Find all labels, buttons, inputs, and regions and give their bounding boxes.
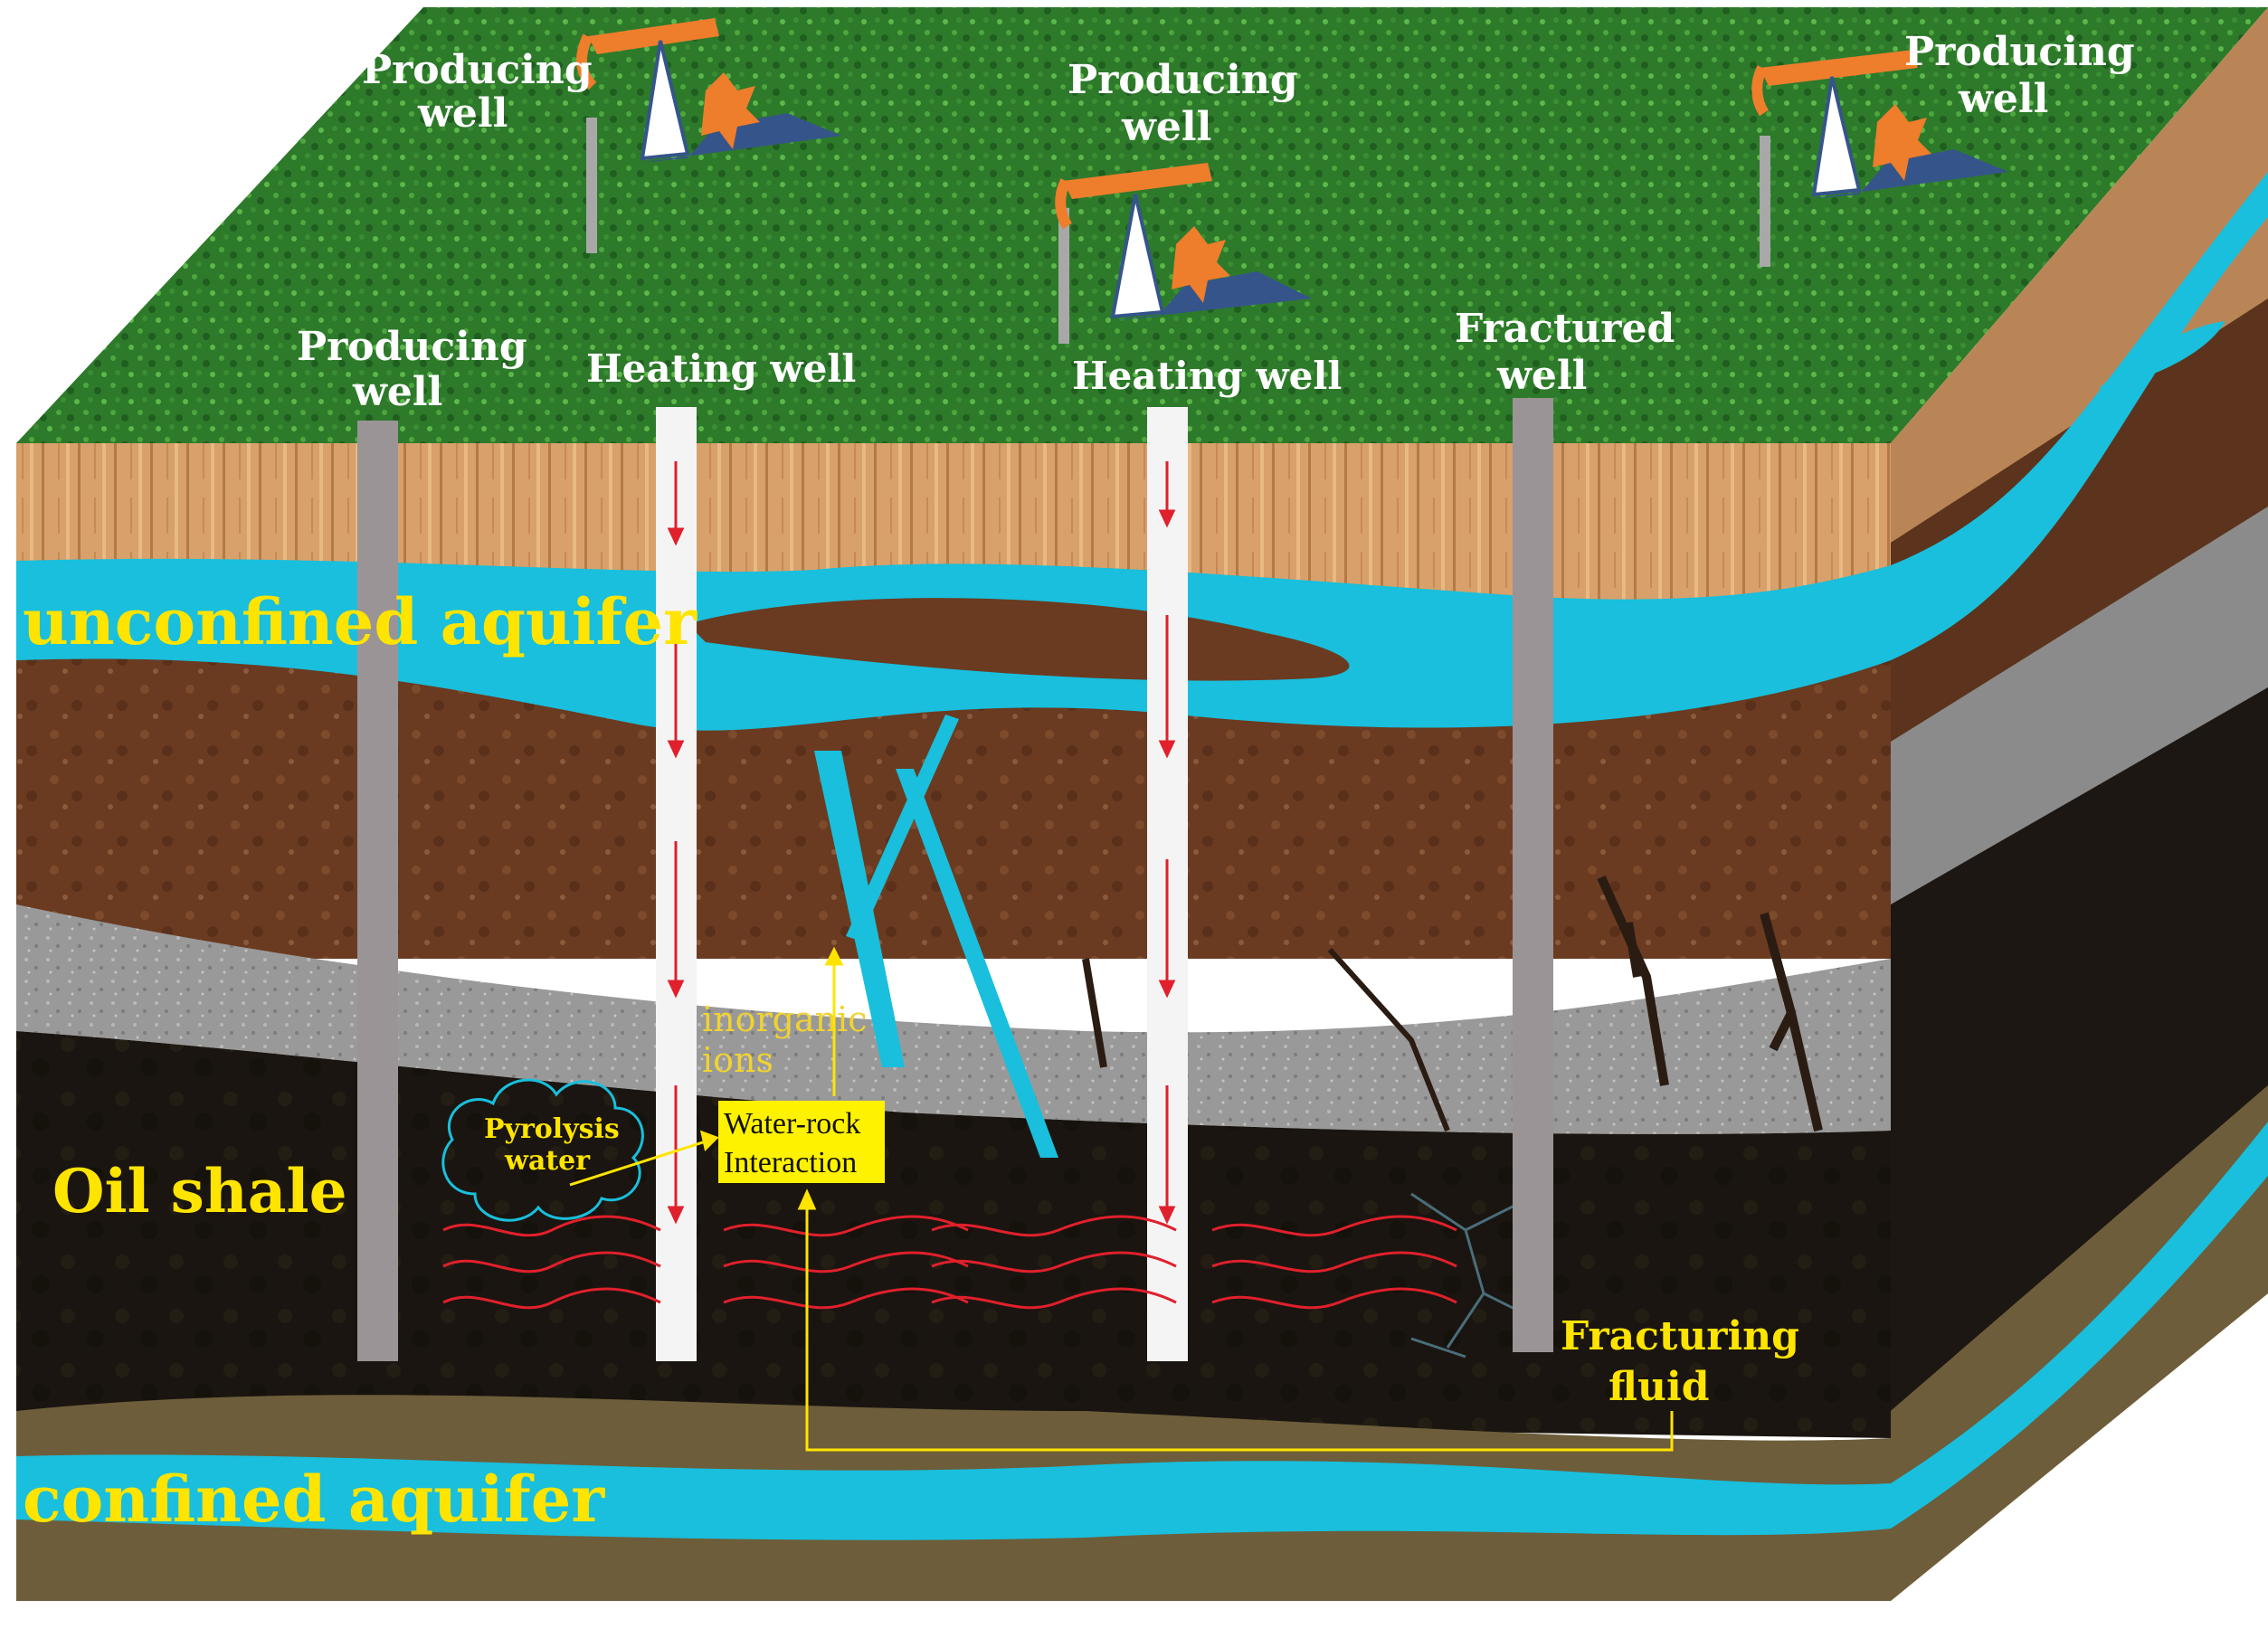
- label-producing-well-front-line2: well: [352, 369, 442, 415]
- heating-well-2-arrows: [1158, 461, 1176, 1225]
- pumpjack-top-right: [1751, 50, 2008, 267]
- label-producing-well-front-line1: Producing: [297, 324, 527, 370]
- label-fractured-well-line1: Fractured: [1455, 306, 1675, 352]
- right-face-upper-aquifer-lens: [2099, 321, 2225, 389]
- label-oil-shale: Oil shale: [52, 1156, 347, 1226]
- label-pyrolysis-water-line1: Pyrolysis: [484, 1113, 620, 1145]
- fractured-well-shaft: [1513, 398, 1553, 1352]
- confined-aquifer-band: [16, 1454, 1891, 1540]
- fracture-dark-4: [1327, 947, 1450, 1132]
- label-producing-well-top-mid-line2: well: [1121, 104, 1211, 150]
- fracture-dark-2: [1760, 912, 1823, 1132]
- fracture-blue-2: [846, 715, 959, 941]
- right-face-confined-aquifer: [1891, 1122, 2268, 1529]
- label-inorganic-ions-line2: ions: [702, 1040, 773, 1080]
- label-water-rock-line2: Interaction: [724, 1146, 857, 1179]
- label-water-rock-line1: Water-rock: [724, 1107, 860, 1141]
- label-fracturing-fluid-line2: fluid: [1608, 1364, 1709, 1410]
- heating-well-1-arrows: [667, 461, 685, 1225]
- label-heating-well-2: Heating well: [1072, 354, 1342, 398]
- front-oil-shale: [16, 1031, 1891, 1438]
- producing-well-front-shaft: [357, 421, 398, 1361]
- water-rock-interaction-box: [718, 1101, 885, 1183]
- label-producing-well-top-right-line1: Producing: [1904, 29, 2135, 75]
- pumpjack-top-mid: [1055, 163, 1312, 344]
- label-heating-well-1: Heating well: [586, 346, 856, 391]
- fracture-dark-1: [1597, 875, 1669, 1086]
- fracture-network-fine: [1410, 1192, 1539, 1359]
- label-unconfined-aquifer: unconfined aquifer: [23, 584, 697, 659]
- label-fracturing-fluid-line1: Fracturing: [1561, 1313, 1799, 1359]
- fracture-dark-3: [1082, 958, 1107, 1068]
- fracture-blue-3: [896, 769, 1058, 1158]
- label-producing-well-top-left-line2: well: [417, 90, 508, 137]
- label-pyrolysis-water-line2: water: [504, 1145, 591, 1177]
- arrow-to-inorganic-ions: [824, 946, 844, 1096]
- pumpjack-top-left: [576, 18, 841, 253]
- right-face-shale: [1891, 687, 2268, 1411]
- front-grey-layer: [16, 904, 1891, 1134]
- label-confined-aquifer: confined aquifer: [23, 1462, 605, 1537]
- arrow-pyrolysis-to-interaction: [569, 1130, 719, 1187]
- label-producing-well-top-mid-line1: Producing: [1068, 57, 1298, 103]
- label-fractured-well-line2: well: [1496, 353, 1587, 399]
- pyrolysis-water-cloud: [441, 1078, 644, 1222]
- heat-waves: [442, 1215, 1457, 1310]
- arrow-fracturing-fluid-loop: [797, 1188, 1674, 1452]
- right-face-upper-aquifer: [1891, 172, 2268, 660]
- label-producing-well-top-left-line1: Producing: [362, 47, 593, 93]
- right-face-grey: [1891, 507, 2268, 914]
- label-inorganic-ions-line1: inorganic: [702, 999, 868, 1039]
- label-producing-well-top-right-line2: well: [1958, 76, 2048, 122]
